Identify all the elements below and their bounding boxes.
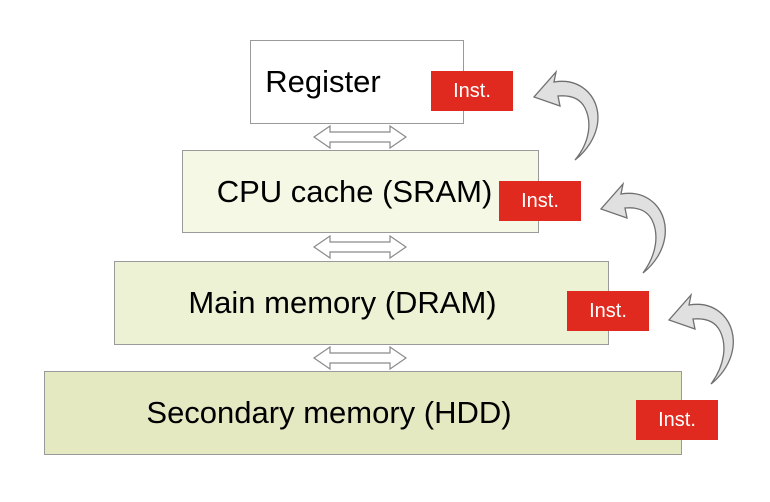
double-arrow-register-cache xyxy=(312,124,408,150)
level-main-memory: Main memory (DRAM) xyxy=(114,261,609,345)
inst-badge-register: Inst. xyxy=(431,71,513,111)
level-label-cpu-cache: CPU cache (SRAM) xyxy=(216,173,493,209)
inst-badge-secondary-memory: Inst. xyxy=(636,400,718,440)
double-arrow-cache-main xyxy=(312,234,408,260)
level-label-secondary-memory: Secondary memory (HDD) xyxy=(146,395,512,430)
level-label-main-memory: Main memory (DRAM) xyxy=(188,285,497,320)
curved-arrow-secondary-to-main xyxy=(667,292,734,385)
inst-badge-cpu-cache: Inst. xyxy=(499,181,581,221)
inst-badge-main-memory: Inst. xyxy=(567,291,649,331)
level-cpu-cache: CPU cache (SRAM) xyxy=(182,150,539,233)
level-label-register: Register xyxy=(265,64,381,99)
double-arrow-main-secondary xyxy=(312,345,408,371)
level-secondary-memory: Secondary memory (HDD) xyxy=(44,371,682,455)
curved-arrow-main-to-cache xyxy=(599,181,666,274)
curved-arrow-cache-to-register xyxy=(532,69,599,161)
